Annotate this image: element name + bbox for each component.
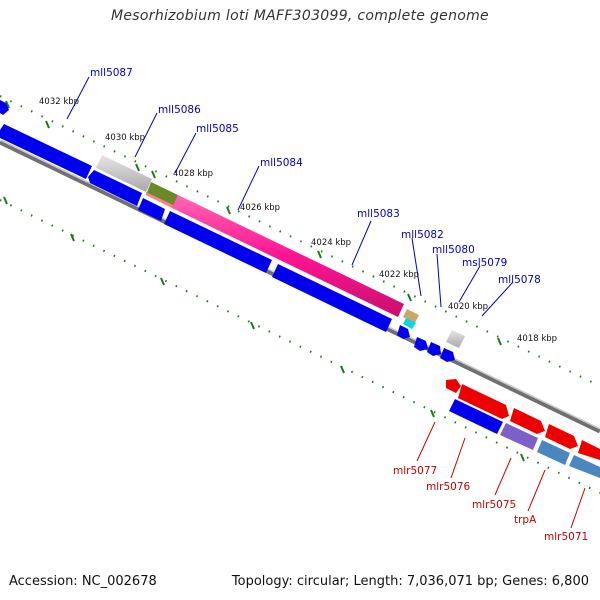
tick-label: 4020 kbp <box>448 302 488 312</box>
tick-label: 4026 kbp <box>240 203 280 213</box>
reverse-strand <box>0 100 465 362</box>
gene-mll5082[interactable] <box>403 309 419 323</box>
gene-label[interactable]: trpA <box>514 514 537 526</box>
tick-label: 4018 kbp <box>517 334 557 344</box>
tick-label: 4030 kbp <box>105 133 145 143</box>
gene-label[interactable]: mll5085 <box>196 123 239 135</box>
gene-mlr5071[interactable] <box>569 455 600 478</box>
gene-mll5087-b[interactable] <box>88 170 142 206</box>
tick-track-upper <box>0 95 600 387</box>
gene-label[interactable]: mll5087 <box>90 67 133 79</box>
gene-mll5086[interactable] <box>96 155 152 192</box>
gene-msl5079-b[interactable] <box>427 342 441 356</box>
major-ticks-upper <box>5 100 502 346</box>
tick-labels: 4032 kbp 4030 kbp 4028 kbp 4026 kbp 4024… <box>39 97 557 344</box>
major-ticks-lower <box>3 196 525 462</box>
gene-mlr5071-top[interactable] <box>578 440 600 460</box>
tick-label: 4028 kbp <box>173 169 213 179</box>
gene-mll5084-blue[interactable] <box>164 211 272 273</box>
gene-mlr5075[interactable] <box>500 423 538 450</box>
gene-mll5082-cyan[interactable] <box>403 318 416 329</box>
reverse-leaders <box>66 76 514 317</box>
gene-mlr5076[interactable] <box>449 399 503 434</box>
gene-mll5087[interactable] <box>0 124 92 179</box>
accession-text: Accession: NC_002678 <box>9 574 157 589</box>
gene-label[interactable]: mll5082 <box>401 229 444 241</box>
gene-label[interactable]: mll5080 <box>432 244 475 256</box>
gene-small-blue[interactable] <box>138 198 165 221</box>
forward-gene-labels: mlr5077 mlr5076 mlr5075 trpA mlr5071 <box>393 465 588 543</box>
map-title: Mesorhizobium loti MAFF303099, complete … <box>111 8 489 24</box>
gene-mlr5075-top[interactable] <box>510 408 545 434</box>
gene-mll5085[interactable] <box>146 182 178 208</box>
gene-label[interactable]: mll5084 <box>260 157 303 169</box>
gene-label[interactable]: mll5083 <box>357 208 400 220</box>
gene-trpA-top[interactable] <box>545 424 578 449</box>
gene-mll5084[interactable] <box>172 195 404 317</box>
gene-mll5080[interactable] <box>397 325 410 339</box>
genome-summary-text: Topology: circular; Length: 7,036,071 bp… <box>231 574 589 589</box>
tick-label: 4024 kbp <box>311 238 351 248</box>
gene-label[interactable]: mlr5071 <box>544 531 588 543</box>
gene-label[interactable]: mlr5076 <box>426 481 471 493</box>
gene-label[interactable]: mll5078 <box>498 274 541 286</box>
gene-grey-small[interactable] <box>446 330 465 348</box>
gene-mlr5076-top[interactable] <box>458 384 509 419</box>
tick-track-lower <box>0 199 600 494</box>
gene-mlr5077[interactable] <box>446 379 461 393</box>
tick-label: 4022 kbp <box>379 270 419 280</box>
gene-mll5078[interactable] <box>440 348 455 362</box>
gene-trpA[interactable] <box>537 440 570 465</box>
tick-label: 4032 kbp <box>39 97 79 107</box>
gene-msl5079[interactable] <box>414 337 428 351</box>
gene-mll5088[interactable] <box>0 100 9 115</box>
gene-label[interactable]: mll5086 <box>158 104 201 116</box>
reverse-gene-labels: mll5087 mll5086 mll5085 mll5084 mll5083 … <box>90 67 541 286</box>
gene-label[interactable]: mlr5077 <box>393 465 437 477</box>
forward-leaders <box>416 421 586 529</box>
gene-mll5083[interactable] <box>272 264 392 332</box>
forward-strand <box>446 379 600 478</box>
gene-label[interactable]: mlr5075 <box>472 499 516 511</box>
gene-mll5085-overlap <box>146 192 173 208</box>
gene-label[interactable]: msl5079 <box>462 257 507 269</box>
